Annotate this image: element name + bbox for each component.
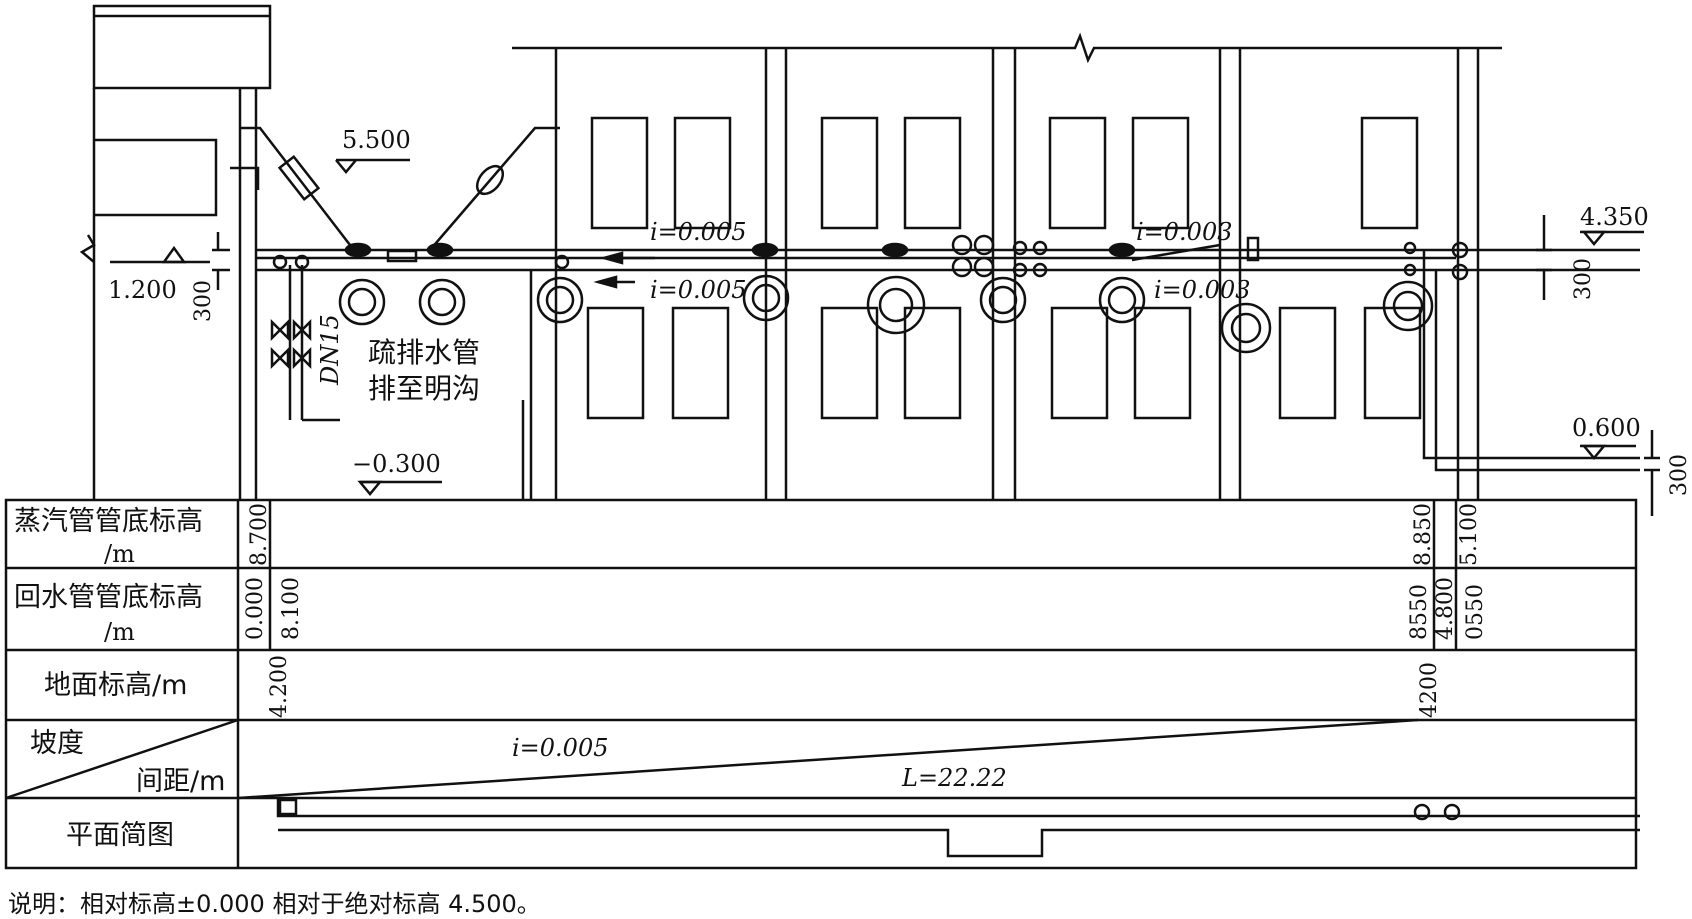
length-value: L=22.22 (901, 764, 1007, 792)
upper-windows (590, 116, 1419, 230)
return-value-left-b: 8.100 (279, 577, 304, 640)
slope-label-upper-2: i=0.003 (1136, 218, 1233, 246)
drain-pipe-label-2: 排至明沟 (368, 372, 480, 405)
ground-value-left: 4.200 (267, 655, 292, 718)
pipe-sections (338, 274, 1434, 354)
row-label-return-unit: /m (104, 618, 135, 646)
slope-label-lower-1: i=0.005 (650, 276, 747, 304)
profile-labels-svg: 5.500 1.200 4.350 −0.300 0.600 i=0.005 i… (14, 126, 1692, 851)
profile-table-grid (4, 498, 1640, 870)
steam-pipe (256, 248, 1640, 260)
profile-diagram-svg (4, 4, 1660, 870)
drain-pipe-label-1: 疏排水管 (368, 336, 480, 369)
right-risers (1422, 250, 1640, 472)
drain-valves (270, 254, 312, 370)
row-label-return: 回水管管底标高 (14, 582, 203, 613)
elevation-markers (110, 158, 1644, 496)
dim-300-right: 300 (1571, 258, 1596, 300)
drawing-caption: 说明：相对标高±0.000 相对于绝对标高 4.500。 (8, 890, 541, 918)
slope-label-lower-2: i=0.003 (1154, 276, 1251, 304)
return-value-left-a: 0.000 (243, 577, 268, 640)
row-label-ground: 地面标高/m (44, 670, 187, 701)
left-building (79, 4, 272, 500)
steam-value-right-b: 5.100 (1457, 503, 1482, 566)
elevation-1200: 1.200 (108, 276, 177, 304)
return-value-right-b: 4.800 (1433, 577, 1458, 640)
diagonal-pipes (240, 126, 560, 251)
dim-300-lower-right: 300 (1667, 454, 1692, 496)
return-pipe (256, 265, 1640, 422)
return-value-right-c: 0550 (1463, 584, 1488, 640)
steam-value-right-a: 8.850 (1411, 503, 1436, 566)
slope-value: i=0.005 (512, 734, 609, 762)
row-label-spacing: 间距/m (136, 766, 225, 797)
ground-value-right: 4200 (1417, 662, 1442, 718)
return-value-right-a: 8550 (1407, 584, 1432, 640)
row-label-slope: 坡度 (30, 728, 84, 759)
grouped-fittings (951, 234, 995, 278)
lower-windows (586, 306, 1422, 420)
steam-value-left: 8.700 (247, 503, 272, 566)
row-label-plan: 平面简图 (66, 820, 174, 851)
dn15-label: DN15 (316, 314, 344, 386)
elevation-minus-0300: −0.300 (352, 450, 441, 478)
elevation-0600: 0.600 (1572, 414, 1641, 442)
row-label-steam-unit: /m (104, 540, 135, 568)
slope-label-upper-1: i=0.005 (650, 218, 747, 246)
pipe-fittings (344, 236, 1469, 281)
row-label-steam: 蒸汽管管底标高 (14, 506, 203, 537)
elevation-5500: 5.500 (342, 126, 411, 154)
dim-300-left: 300 (191, 280, 216, 322)
elevation-4350: 4.350 (1580, 203, 1649, 231)
dimension-ticks (212, 215, 1660, 516)
flow-arrows (593, 243, 1221, 289)
